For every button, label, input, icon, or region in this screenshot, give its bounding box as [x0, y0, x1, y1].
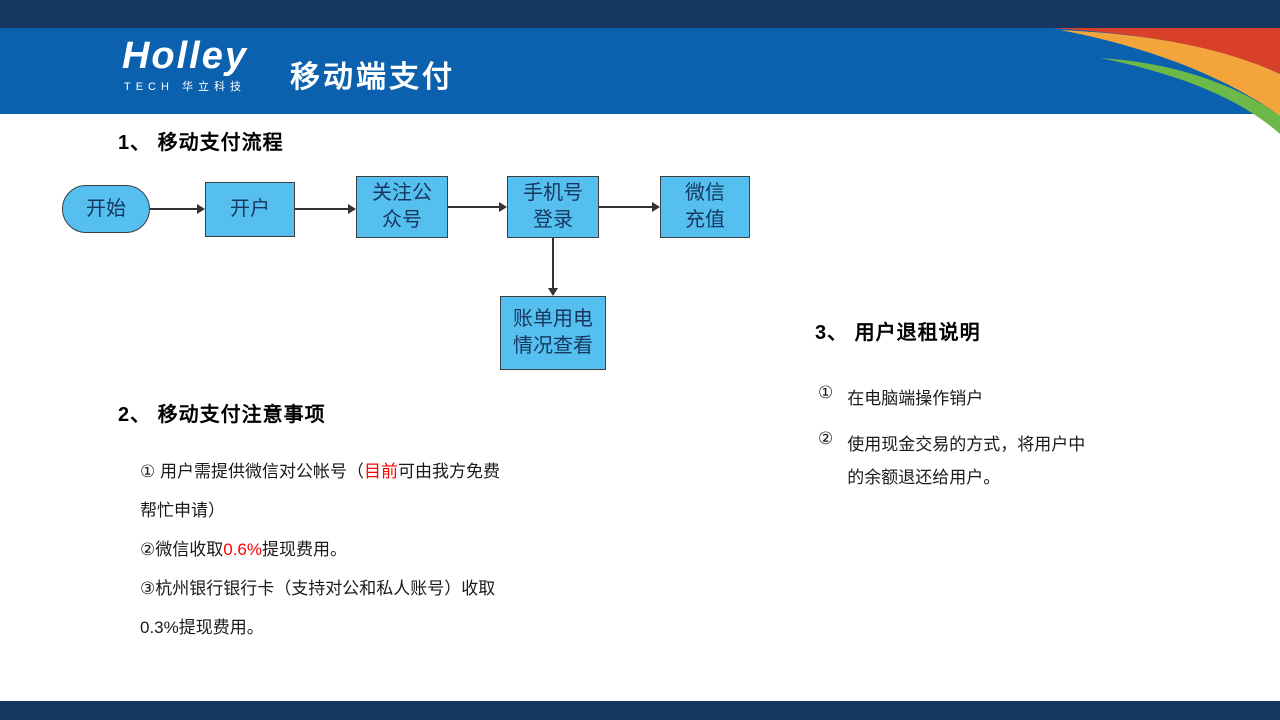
arrow-head-icon: [652, 202, 660, 212]
section3-heading: 3、 用户退租说明: [815, 322, 981, 344]
logo-subtext: TECH 华立科技: [124, 80, 246, 93]
note-item-3: ③杭州银行银行卡（支持对公和私人账号）收取 0.3%提现费用。: [140, 569, 618, 647]
note1-post: 可由我方免费 帮忙申请）: [140, 462, 500, 521]
note3-text: ③杭州银行银行卡（支持对公和私人账号）收取 0.3%提现费用。: [140, 579, 496, 638]
arrow-head-icon: [548, 288, 558, 296]
flow-node-open-account: 开户: [205, 182, 295, 237]
arrow-head-icon: [499, 202, 507, 212]
refund2-marker: ②: [818, 429, 834, 449]
holley-logo: Holley TECH 华立科技: [100, 35, 270, 94]
payment-notes: ① 用户需提供微信对公帐号（目前可由我方免费 帮忙申请） ②微信收取0.6%提现…: [140, 452, 618, 647]
refund-item-2: ② 使用现金交易的方式，将用户中 的余额退还给用户。: [818, 429, 1178, 494]
header-swoosh-graphic: [1050, 28, 1280, 134]
note1-highlight: 目前: [363, 462, 398, 481]
note2-pre: ②微信收取: [140, 540, 224, 560]
flow-node-bill-check: 账单用电 情况查看: [500, 296, 606, 370]
header-band: Holley TECH 华立科技 移动端支付: [0, 28, 1280, 134]
refund-notes: ① 在电脑端操作销户 ② 使用现金交易的方式，将用户中 的余额退还给用户。: [818, 383, 1178, 508]
section1-heading: 1、 移动支付流程: [118, 132, 284, 154]
page-title: 移动端支付: [290, 61, 455, 94]
refund-item-1: ① 在电脑端操作销户: [818, 383, 1178, 415]
flow-arrow-login-to-bill: [547, 238, 559, 296]
flow-arrow-login-to-recharge: [599, 201, 660, 213]
refund1-text: 在电脑端操作销户: [847, 389, 984, 408]
top-bar: [0, 0, 1280, 28]
note2-highlight: 0.6%: [223, 540, 262, 560]
section2-heading: 2、 移动支付注意事项: [118, 404, 326, 426]
flow-node-wechat-recharge: 微信 充值: [660, 176, 750, 238]
note2-post: 提现费用。: [262, 540, 347, 560]
flow-node-start: 开始: [62, 185, 150, 233]
refund2-text: 使用现金交易的方式，将用户中 的余额退还给用户。: [847, 435, 1086, 487]
note-item-1: ① 用户需提供微信对公帐号（目前可由我方免费 帮忙申请）: [140, 452, 618, 530]
flow-arrow-start-to-open: [150, 203, 205, 215]
flow-arrow-follow-to-login: [448, 201, 507, 213]
arrow-head-icon: [197, 204, 205, 214]
flow-arrow-open-to-follow: [295, 203, 356, 215]
flow-node-phone-login: 手机号 登录: [507, 176, 599, 238]
flow-node-follow-official: 关注公 众号: [356, 176, 448, 238]
note1-pre: ① 用户需提供微信对公帐号（: [140, 462, 364, 481]
arrow-head-icon: [348, 204, 356, 214]
bottom-bar: [0, 701, 1280, 720]
refund1-marker: ①: [818, 383, 834, 402]
logo-text: Holley: [121, 35, 249, 77]
note-item-2: ②微信收取0.6%提现费用。: [140, 530, 618, 569]
